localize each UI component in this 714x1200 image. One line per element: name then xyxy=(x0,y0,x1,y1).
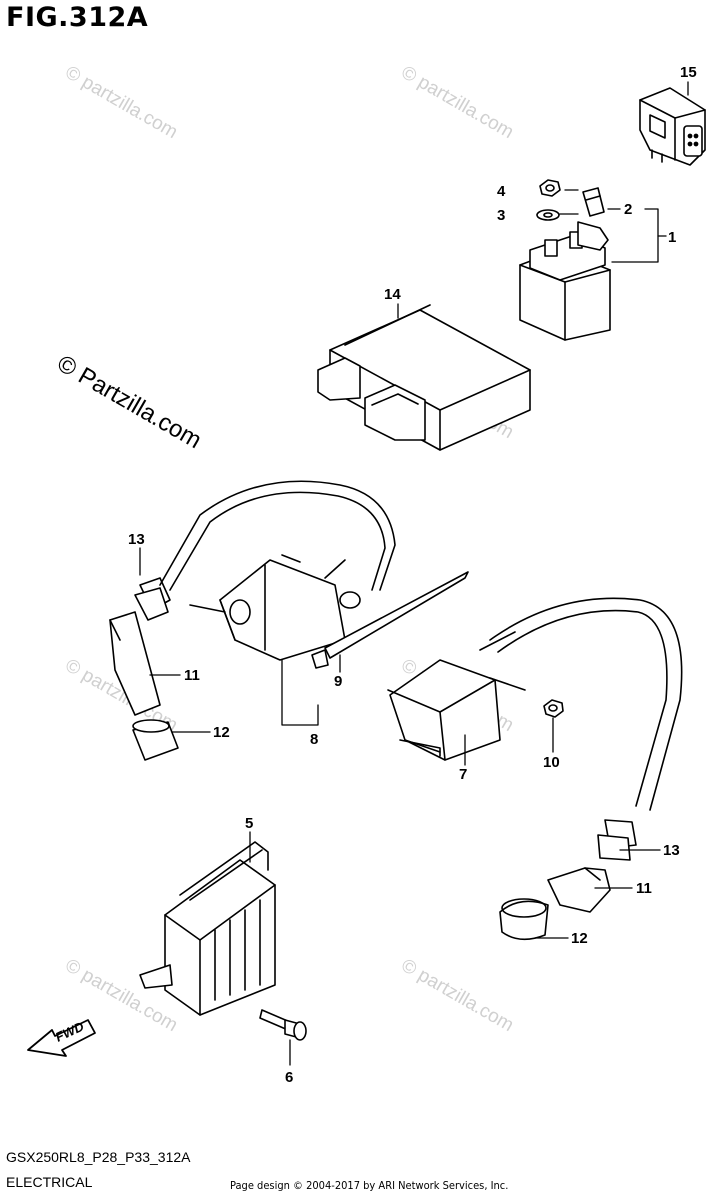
ignition-coil-part-7[interactable] xyxy=(387,631,526,761)
diagram-code: GSX250RL8_P28_P33_312A xyxy=(6,1149,191,1165)
callout-8: 8 xyxy=(310,731,318,748)
callout-13-left: 13 xyxy=(128,531,145,548)
washer-part-3[interactable] xyxy=(536,209,560,221)
plug-cap-seal-part-13-left[interactable] xyxy=(134,577,171,621)
callout-11-left: 11 xyxy=(184,667,200,684)
callout-15: 15 xyxy=(680,64,697,81)
nut-part-4[interactable] xyxy=(539,179,561,197)
callout-4: 4 xyxy=(497,183,506,200)
bolt-part-6[interactable] xyxy=(259,1009,307,1041)
callout-9: 9 xyxy=(334,673,342,690)
callout-11-right: 11 xyxy=(636,880,652,897)
callout-12-left: 12 xyxy=(213,724,230,741)
ecm-part-14[interactable] xyxy=(317,304,531,451)
callout-10: 10 xyxy=(543,754,560,771)
callout-14: 14 xyxy=(384,286,401,303)
regulator-rectifier-part-5[interactable] xyxy=(139,841,276,1016)
nut-part-10[interactable] xyxy=(543,699,564,718)
bolt-part-9[interactable] xyxy=(311,571,469,669)
callout-5: 5 xyxy=(245,815,253,832)
callout-6: 6 xyxy=(285,1069,293,1086)
page-credit: Page design © 2004-2017 by ARI Network S… xyxy=(230,1179,509,1192)
section-name: ELECTRICAL xyxy=(6,1174,93,1190)
callout-1: 1 xyxy=(668,229,676,246)
figure-title: FIG.312A xyxy=(6,2,149,33)
callout-13-right: 13 xyxy=(663,842,680,859)
ignition-coil-part-8[interactable] xyxy=(189,554,361,661)
starter-relay-part-1[interactable] xyxy=(519,221,611,341)
spark-plug-cap-part-11-left[interactable] xyxy=(109,611,161,716)
ignition-cord-right xyxy=(489,597,683,811)
spark-plug-cap-part-11-right[interactable] xyxy=(547,867,611,913)
callout-7: 7 xyxy=(459,766,467,783)
plug-cap-seal-part-12-right[interactable] xyxy=(499,898,549,941)
connector-part-15[interactable] xyxy=(639,87,706,166)
fuse-part-2[interactable] xyxy=(582,187,605,217)
callout-2: 2 xyxy=(624,201,632,218)
forward-direction-arrow: FWD xyxy=(27,1018,96,1057)
ignition-cord-left xyxy=(159,480,396,591)
callout-12-right: 12 xyxy=(571,930,588,947)
plug-cap-seal-part-13-right[interactable] xyxy=(597,819,637,861)
leader-lines xyxy=(139,81,689,1066)
plug-cap-seal-part-12-left[interactable] xyxy=(132,719,179,761)
callout-3: 3 xyxy=(497,207,505,224)
